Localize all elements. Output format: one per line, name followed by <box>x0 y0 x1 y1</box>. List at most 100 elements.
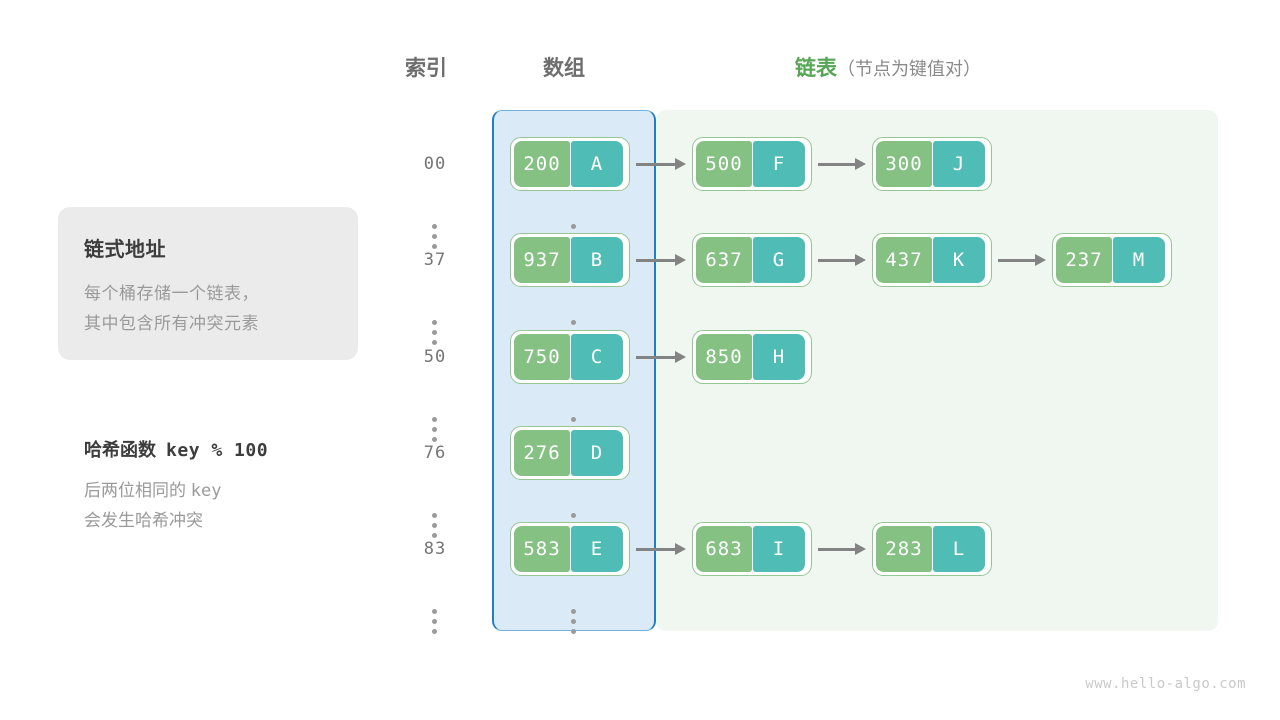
node-value: B <box>571 237 623 283</box>
ellipsis-dot <box>432 437 437 442</box>
node-key: 437 <box>876 237 932 283</box>
arrow-shaft <box>636 547 675 551</box>
node-value: M <box>1113 237 1165 283</box>
ellipsis-dot <box>432 340 437 345</box>
ellipsis-dot <box>432 513 437 518</box>
index-ellipsis <box>432 609 437 634</box>
info-card-line-2: 其中包含所有冲突元素 <box>84 314 259 333</box>
arrow-head <box>675 543 686 555</box>
chain-arrow <box>636 543 686 555</box>
ellipsis-dot <box>432 619 437 624</box>
arrow-shaft <box>636 355 675 359</box>
arrow-shaft <box>818 258 855 262</box>
chain-arrow <box>636 254 686 266</box>
node-value: A <box>571 141 623 187</box>
ellipsis-dot <box>432 234 437 239</box>
node-key: 500 <box>696 141 752 187</box>
watermark: www.hello-algo.com <box>1085 676 1246 692</box>
node-key: 583 <box>514 526 570 572</box>
ellipsis-dot <box>432 629 437 634</box>
arrow-shaft <box>998 258 1035 262</box>
arrow-head <box>855 543 866 555</box>
node-key: 937 <box>514 237 570 283</box>
chain-arrow <box>818 543 866 555</box>
hash-note-key: key <box>190 481 222 501</box>
arrow-shaft <box>636 258 675 262</box>
node-key: 300 <box>876 141 932 187</box>
ellipsis-dot <box>571 224 576 229</box>
node-value: I <box>753 526 805 572</box>
index-label: 83 <box>423 539 447 559</box>
ellipsis-dot <box>432 244 437 249</box>
index-label: 37 <box>423 250 447 270</box>
ellipsis-dot <box>571 619 576 624</box>
header-linked-list-accent: 链表 <box>795 57 837 80</box>
chain-arrow <box>636 351 686 363</box>
hash-note-line-1: 后两位相同的 key <box>84 476 384 506</box>
index-ellipsis <box>432 224 437 249</box>
node-value: H <box>753 334 805 380</box>
node-key: 276 <box>514 430 570 476</box>
hash-function-label: 哈希函数 <box>84 440 156 460</box>
ellipsis-dot <box>432 224 437 229</box>
index-label: 76 <box>423 443 447 463</box>
ellipsis-dot <box>432 417 437 422</box>
ellipsis-dot <box>432 427 437 432</box>
info-card-line-1: 每个桶存储一个链表， <box>84 284 259 303</box>
node-value: C <box>571 334 623 380</box>
node-value: E <box>571 526 623 572</box>
arrow-head <box>675 254 686 266</box>
index-label: 00 <box>423 154 447 174</box>
arrow-head <box>675 351 686 363</box>
node-key: 637 <box>696 237 752 283</box>
index-ellipsis <box>432 417 437 442</box>
ellipsis-dot <box>571 609 576 614</box>
ellipsis-dot <box>432 609 437 614</box>
header-linked-list-subtitle: （节点为键值对） <box>837 59 981 79</box>
hash-function-block: 哈希函数 key % 100 后两位相同的 key 会发生哈希冲突 <box>84 436 384 536</box>
node-value: K <box>933 237 985 283</box>
node-key: 237 <box>1056 237 1112 283</box>
chain-arrow <box>818 254 866 266</box>
header-index: 索引 <box>405 57 447 80</box>
node-value: F <box>753 141 805 187</box>
arrow-shaft <box>818 547 855 551</box>
hash-function-expression: key % 100 <box>166 440 269 461</box>
chain-arrow <box>998 254 1046 266</box>
node-value: G <box>753 237 805 283</box>
index-label: 50 <box>423 347 447 367</box>
header-linked-list: 链表（节点为键值对） <box>795 52 981 82</box>
ellipsis-dot <box>432 533 437 538</box>
hash-note-text: 后两位相同的 <box>84 481 186 500</box>
ellipsis-dot <box>432 330 437 335</box>
ellipsis-dot <box>571 320 576 325</box>
hash-note-line-2: 会发生哈希冲突 <box>84 511 203 530</box>
chain-arrow <box>818 158 866 170</box>
arrow-head <box>675 158 686 170</box>
index-ellipsis <box>432 513 437 538</box>
hash-function-title: 哈希函数 key % 100 <box>84 436 384 462</box>
node-value: J <box>933 141 985 187</box>
ellipsis-dot <box>571 629 576 634</box>
ellipsis-dot <box>432 523 437 528</box>
node-value: D <box>571 430 623 476</box>
ellipsis-dot <box>432 320 437 325</box>
node-key: 750 <box>514 334 570 380</box>
node-key: 283 <box>876 526 932 572</box>
arrow-shaft <box>636 162 675 166</box>
node-key: 850 <box>696 334 752 380</box>
ellipsis-dot <box>571 513 576 518</box>
arrow-shaft <box>818 162 855 166</box>
